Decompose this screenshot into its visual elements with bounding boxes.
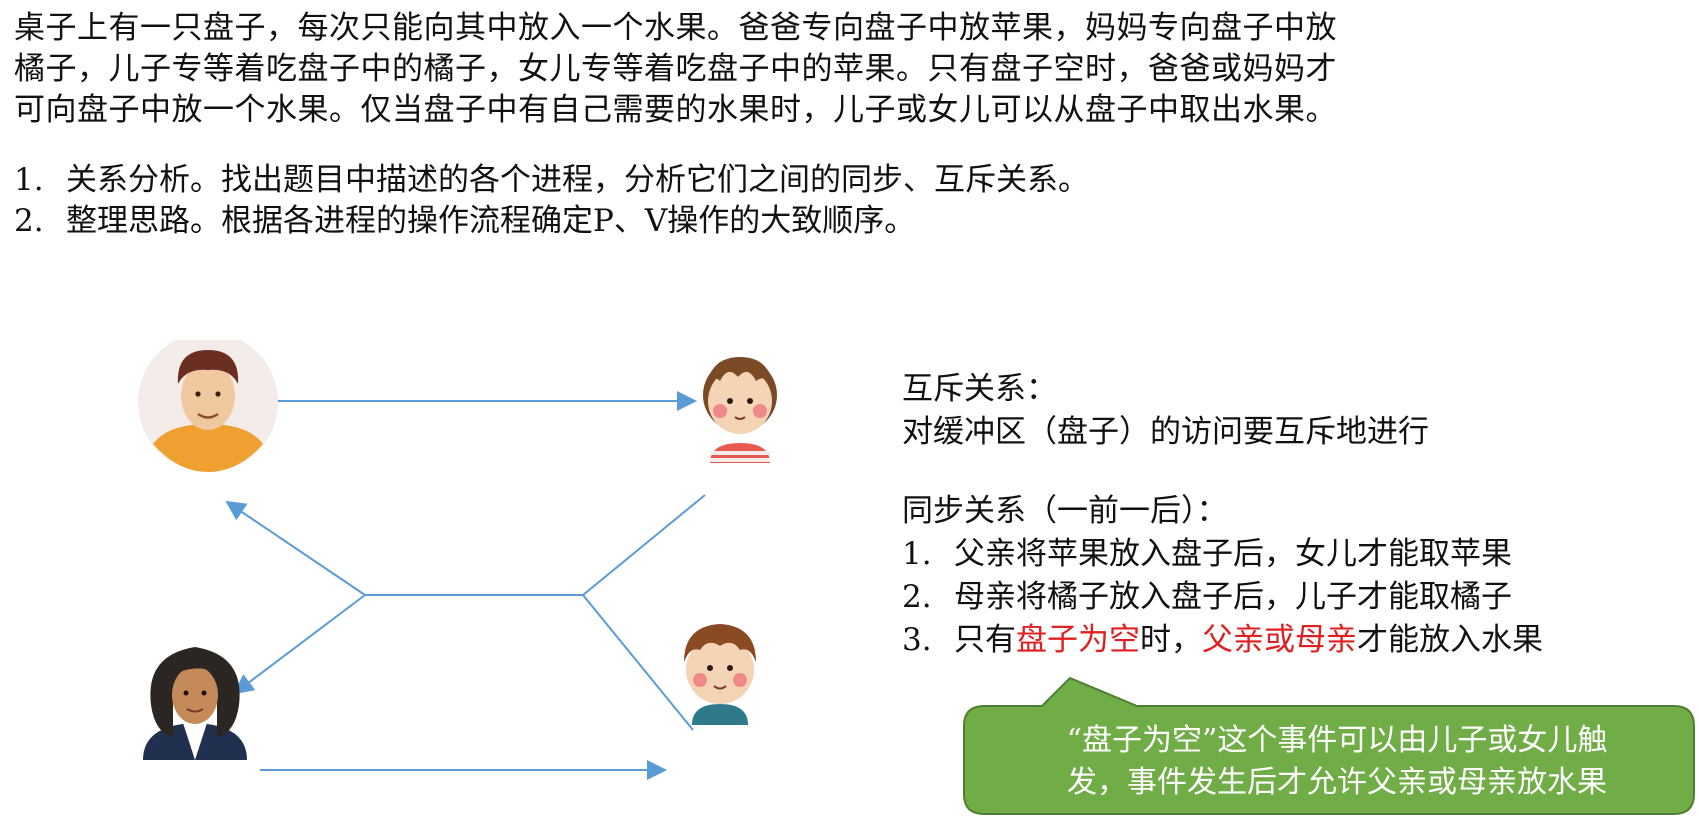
mutex-description: 对缓冲区（盘子）的访问要互斥地进行 xyxy=(902,414,1429,450)
arrow-daughter-to-hub xyxy=(582,494,706,596)
sync-item-number: 1. xyxy=(902,536,932,572)
father-avatar xyxy=(138,340,278,472)
relations-panel: 互斥关系： 对缓冲区（盘子）的访问要互斥地进行 同步关系（一前一后）： 1. 父亲… xyxy=(902,368,1543,662)
sync-item: 2. 母亲将橘子放入盘子后，儿子才能取橘子 xyxy=(902,576,1543,619)
arrow-son-to-hub xyxy=(582,594,694,731)
sync-item-text: 父亲将苹果放入盘子后，女儿才能取苹果 xyxy=(954,536,1512,572)
mother-avatar xyxy=(143,647,247,760)
step-text: 整理思路。根据各进程的操作流程确定P、V操作的大致顺序。 xyxy=(66,203,916,239)
step-number: 1. xyxy=(14,162,44,198)
sync-item: 3. 只有盘子为空时，父亲或母亲才能放入水果 xyxy=(902,619,1543,662)
sync-item-number: 3. xyxy=(902,622,932,658)
highlight-plate-empty: 盘子为空 xyxy=(1016,622,1140,658)
problem-statement: 桌子上有一只盘子，每次只能向其中放入一个水果。爸爸专向盘子中放苹果，妈妈专向盘子… xyxy=(14,8,1694,131)
mutex-title: 互斥关系： xyxy=(902,371,1057,407)
problem-line-3: 可向盘子中放一个水果。仅当盘子中有自己需要的水果时，儿子或女儿可以从盘子中取出水… xyxy=(14,92,1337,128)
step-number: 2. xyxy=(14,203,44,239)
callout-line-1: “盘子为空”这个事件可以由儿子或女儿触 xyxy=(1066,723,1608,758)
step-item: 1. 关系分析。找出题目中描述的各个进程，分析它们之间的同步、互斥关系。 xyxy=(14,160,1089,201)
sync-item: 1. 父亲将苹果放入盘子后，女儿才能取苹果 xyxy=(902,533,1543,576)
process-diagram xyxy=(138,340,777,780)
daughter-avatar xyxy=(703,357,777,463)
highlight-father-or-mother: 父亲或母亲 xyxy=(1202,622,1357,658)
callout-line-2: 发，事件发生后才允许父亲或母亲放水果 xyxy=(1067,765,1607,800)
problem-line-2: 橘子，儿子专等着吃盘子中的橘子，女儿专等着吃盘子中的苹果。只有盘子空时，爸爸或妈… xyxy=(14,51,1337,87)
sync-item-text-pre: 只有 xyxy=(954,622,1016,658)
sync-title: 同步关系（一前一后）： xyxy=(902,493,1228,529)
sync-item-text-mid: 时， xyxy=(1140,622,1202,658)
callout-bubble xyxy=(963,676,1695,815)
son-avatar xyxy=(684,624,756,725)
step-item: 2. 整理思路。根据各进程的操作流程确定P、V操作的大致顺序。 xyxy=(14,201,1089,242)
arrow-hub-to-mother xyxy=(233,594,366,695)
problem-line-1: 桌子上有一只盘子，每次只能向其中放入一个水果。爸爸专向盘子中放苹果，妈妈专向盘子… xyxy=(14,10,1337,46)
step-text: 关系分析。找出题目中描述的各个进程，分析它们之间的同步、互斥关系。 xyxy=(66,162,1089,198)
arrow-hub-to-father xyxy=(225,500,366,596)
callout-text: “盘子为空”这个事件可以由儿子或女儿触 发，事件发生后才允许父亲或母亲放水果 xyxy=(992,720,1682,804)
sync-item-number: 2. xyxy=(902,579,932,615)
sync-item-text-post: 才能放入水果 xyxy=(1357,622,1543,658)
sync-item-text: 母亲将橘子放入盘子后，儿子才能取橘子 xyxy=(954,579,1512,615)
steps-list: 1. 关系分析。找出题目中描述的各个进程，分析它们之间的同步、互斥关系。 2. 整理… xyxy=(14,160,1089,242)
